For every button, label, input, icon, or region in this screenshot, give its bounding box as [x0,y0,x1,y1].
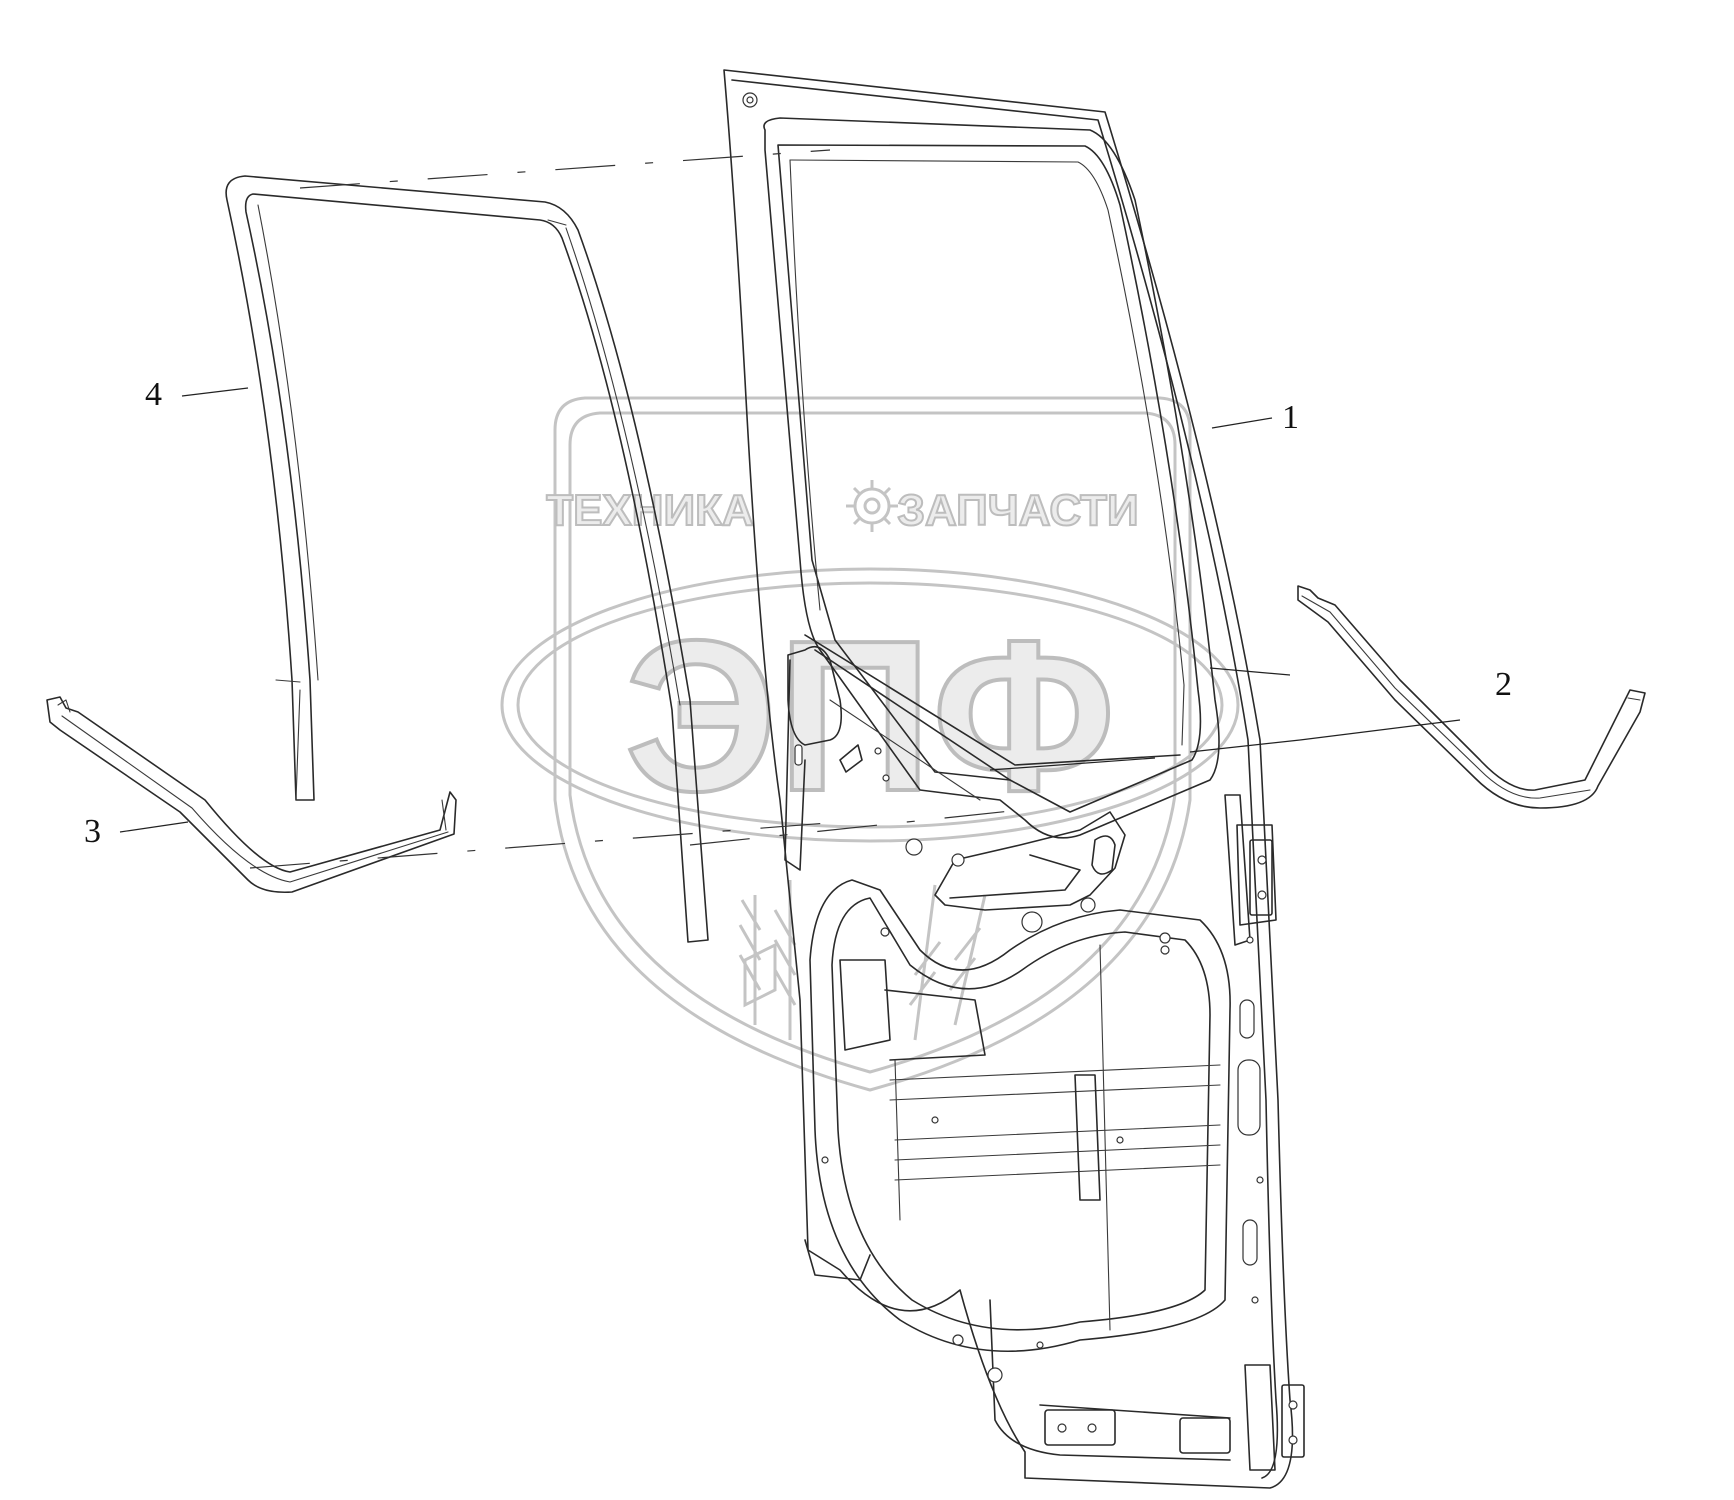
callout-3: 3 [84,813,101,850]
watermark: ТЕХНИКА ЗАПЧАСТИ ЭПФ [500,396,1240,1092]
door-frame-part-1 [723,69,1305,1489]
assembly-lines [249,149,1156,869]
callout-2: 2 [1495,666,1512,703]
callout-leaders [119,387,1461,833]
window-seal-part-4 [225,175,709,943]
belt-strip-part-3 [46,696,457,894]
watermark-text-right: ЗАПЧАСТИ [897,486,1138,535]
gear-icon [846,480,898,532]
wheat-ear-left [738,880,797,1040]
callout-4: 4 [145,376,162,413]
belt-strip-part-2 [1297,585,1646,809]
watermark-text-left: ТЕХНИКА [546,486,754,535]
callout-1: 1 [1282,399,1299,436]
wheat-ear-right [908,884,987,1041]
watermark-logo-letters: ЭПФ [625,595,1116,836]
